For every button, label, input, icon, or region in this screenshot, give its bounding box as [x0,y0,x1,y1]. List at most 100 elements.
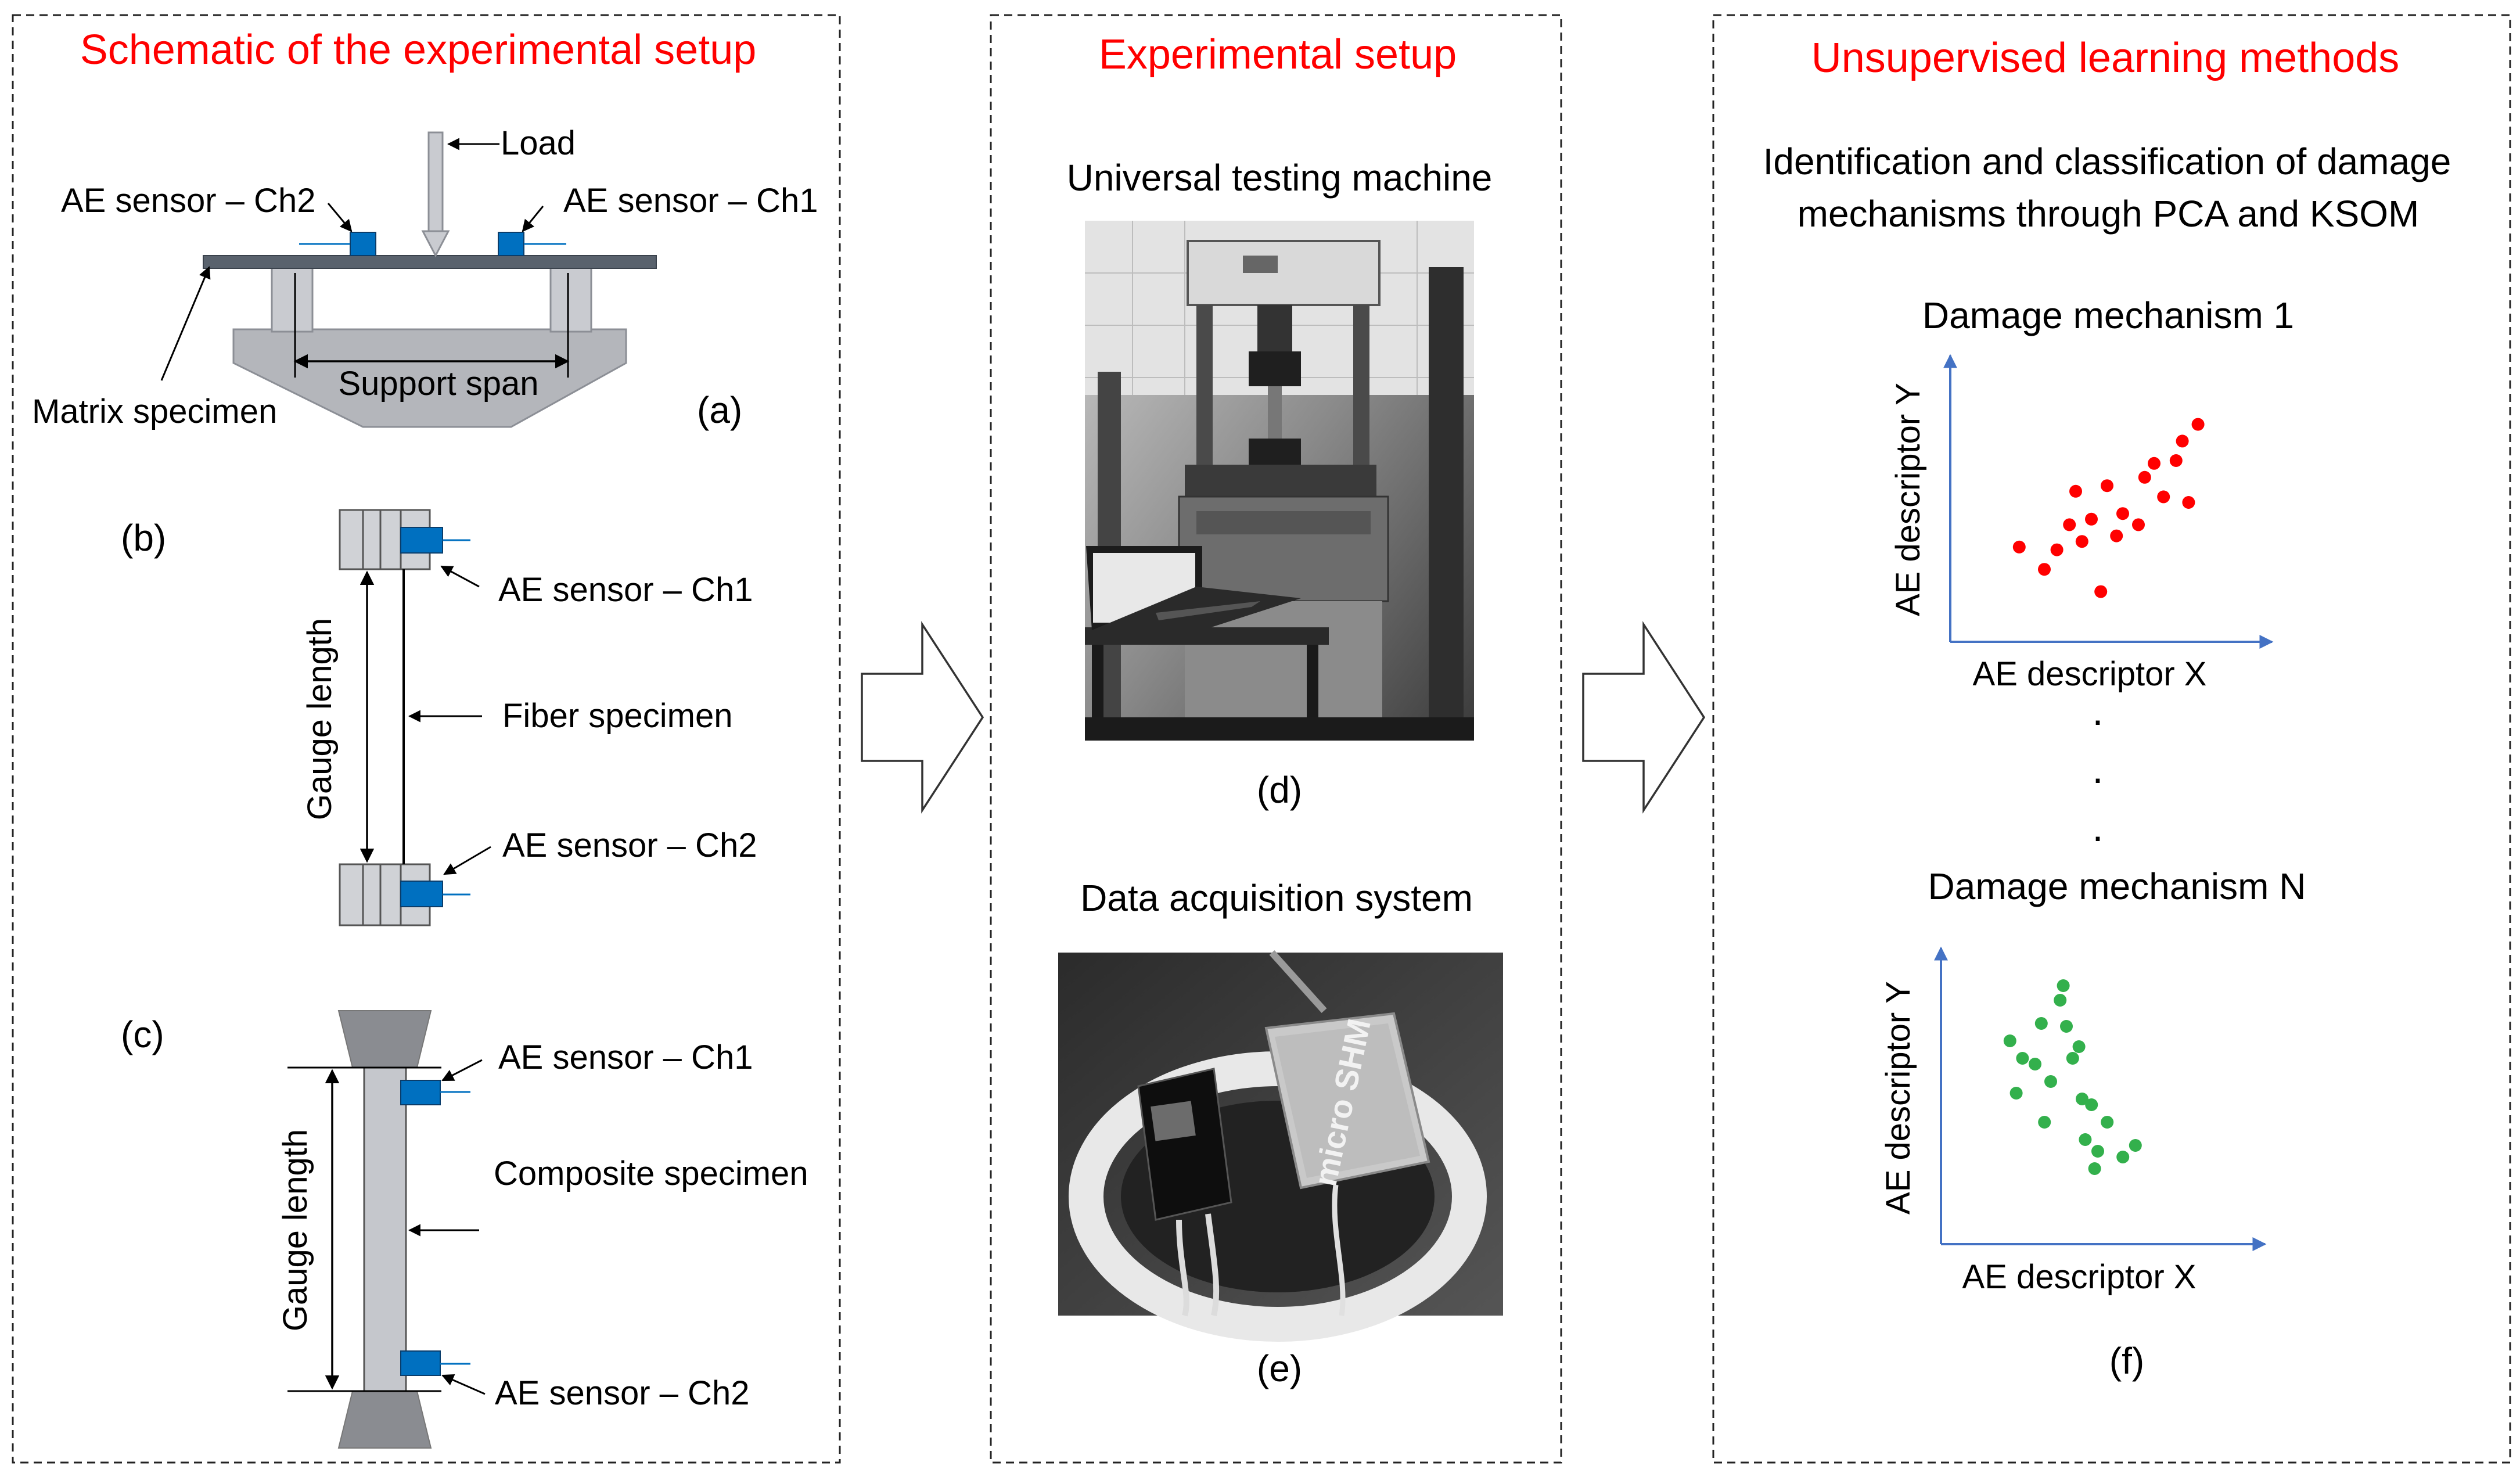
mechN-point [2029,1058,2041,1070]
mech1-point [2075,535,2088,548]
ch2-leader-b [443,846,491,875]
ae-sensor-ch1-c[interactable] [400,1080,441,1105]
mech1-point [2063,518,2076,531]
mechN-point [2129,1139,2142,1152]
y-label-n: AE descriptor Y [1879,981,1917,1215]
ellipsis-dot-2: . [2092,746,2103,792]
mechN-point [2116,1151,2130,1163]
ae-ch1-label-b: AE sensor – Ch1 [498,571,753,609]
mechN-point [2057,979,2070,992]
ellipsis-dot-3: . [2092,804,2103,850]
mech1-point [2085,512,2098,526]
label-c: (c) [121,1014,164,1055]
panel-title-setup: Experimental setup [1099,31,1457,78]
ae-sensor-ch2-b[interactable] [400,881,443,907]
ae-ch2-label-a: AE sensor – Ch2 [61,182,315,220]
ae-ch2-label-c: AE sensor – Ch2 [495,1374,749,1412]
mechN-point [2044,1075,2057,1088]
mech1-point [2094,585,2108,598]
schematic-a-bending: Support span Load AE sensor – Ch2 AE sen… [32,124,818,431]
matrix-beam [203,255,657,269]
mech1-point [2116,507,2129,520]
mech1-point [2191,418,2205,431]
ae-ch2-label-b: AE sensor – Ch2 [502,827,757,864]
ch2-leader-c [441,1374,486,1395]
support-base [232,328,627,428]
label-f: (f) [2109,1340,2144,1382]
mechN-point [2003,1034,2016,1047]
mech1-point [2148,457,2160,470]
daq-title: Data acquisition system [1080,877,1473,919]
support-right [549,264,592,333]
mechN-point [2060,1020,2073,1033]
ae-sensor-ch1-b[interactable] [400,527,443,554]
label-b: (b) [121,517,166,559]
description-line2: mechanisms through PCA and KSOM [1798,193,2420,235]
ch2-leader-a [327,203,353,232]
scatter-mechN: AE descriptor Y AE descriptor X [1879,946,2267,1296]
mechN-title: Damage mechanism N [1928,865,2306,907]
x-label-n: AE descriptor X [1962,1258,2197,1296]
mech1-point [2138,470,2151,484]
gauge-length-label-c: Gauge length [276,1129,314,1331]
panel-title-schematic: Schematic of the experimental setup [80,27,757,73]
mechN-point [2034,1017,2048,1030]
y-label-1: AE descriptor Y [1889,383,1927,616]
composite-specimen [363,1066,407,1392]
mechN-point [2088,1162,2101,1175]
description-line1: Identification and classification of dam… [1763,141,2451,182]
flow-arrow-1 [861,621,984,814]
matrix-specimen-label: Matrix specimen [32,393,277,430]
mech1-point [2101,479,2113,493]
fiber-specimen-label: Fiber specimen [502,697,732,735]
mech1-point [2132,518,2145,531]
panel-title-unsupervised: Unsupervised learning methods [1811,35,2400,81]
grip-bottom [337,1391,432,1449]
label-a: (a) [697,389,742,431]
mech1-point [2012,540,2026,554]
mech1-point [2157,490,2170,504]
utm-photo [1085,221,1474,741]
ae-ch1-label-a: AE sensor – Ch1 [563,182,818,220]
utm-title: Universal testing machine [1067,157,1493,199]
support-span-label: Support span [338,365,538,403]
gauge-length-label-b: Gauge length [301,618,339,820]
label-e: (e) [1257,1348,1302,1389]
mechN-point [2091,1145,2104,1158]
ae-sensor-ch2-a[interactable] [350,232,376,256]
composite-specimen-label: Composite specimen [494,1155,808,1192]
mechN-point [2076,1093,2088,1105]
mech1-point [2110,529,2123,543]
mechN-point [2072,1040,2086,1053]
ch1-leader-b [440,565,480,588]
grip-top [337,1010,432,1068]
mechN-point [2079,1133,2092,1146]
support-left [271,264,314,333]
mechN-point [2009,1087,2023,1100]
mech1-point [2038,563,2051,576]
mechN-point [2101,1116,2114,1129]
panel-frame-setup [990,14,1562,1464]
load-rod [427,131,444,232]
scatter-mech1: AE descriptor Y AE descriptor X [1889,354,2274,693]
panel-frame-schematic [12,14,841,1464]
ae-sensor-ch1-a[interactable] [498,232,524,256]
daq-photo: micro SHM [1058,950,1503,1342]
mech1-point [2069,484,2082,498]
mechN-point [2038,1116,2051,1129]
mechN-point [2016,1052,2029,1065]
x-label-1: AE descriptor X [1973,655,2207,693]
mech1-point [2169,454,2183,467]
ae-sensor-ch2-c[interactable] [400,1350,441,1376]
load-label: Load [501,124,576,162]
mech1-point [2176,434,2189,448]
flow-arrow-2 [1582,621,1706,814]
ch1-leader-c [441,1059,483,1082]
mech1-point [2182,496,2195,509]
mech1-point [2050,543,2064,556]
schematic-c-composite: (c) Gauge length AE sensor – Ch1 Composi… [121,1010,808,1449]
mechN-point [2085,1098,2098,1111]
mechN-point [2066,1052,2079,1065]
